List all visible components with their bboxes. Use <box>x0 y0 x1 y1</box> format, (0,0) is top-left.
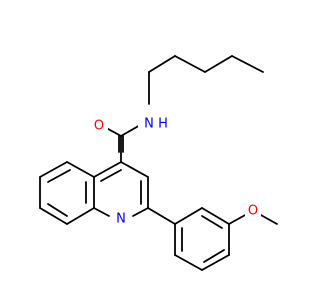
bond <box>93 161 122 178</box>
bond <box>231 55 264 73</box>
ether-oxygen-label: O <box>248 204 258 219</box>
label-bg <box>245 203 261 219</box>
methoxyphenyl-ring <box>147 207 278 271</box>
amide-oxygen-label: O <box>94 119 104 134</box>
atom-labels: O N H N O <box>90 116 261 227</box>
double-bond <box>203 249 225 263</box>
double-bond <box>100 169 122 182</box>
bond <box>66 207 95 225</box>
bond <box>201 207 230 225</box>
bond <box>174 55 206 73</box>
bond <box>39 207 68 225</box>
bond <box>258 213 278 225</box>
bond <box>132 207 149 217</box>
bond <box>148 55 176 73</box>
double-bond <box>201 215 223 229</box>
bond <box>228 213 248 225</box>
bond <box>93 207 110 217</box>
pentyl-chain <box>148 55 264 105</box>
amide-hydrogen-label: H <box>158 117 168 132</box>
molecule-canvas: O N H N O <box>39 55 278 271</box>
ring-nitrogen-label: N <box>116 212 126 227</box>
quinoline-ring <box>39 135 149 225</box>
bond <box>174 254 203 271</box>
double-bond <box>47 203 68 217</box>
bond <box>174 207 203 225</box>
double-bond <box>47 169 71 183</box>
molecule-structure: O N H N O <box>39 55 278 271</box>
bond <box>120 161 149 178</box>
bond <box>201 254 230 271</box>
label-bg <box>138 116 170 132</box>
bond <box>204 55 233 73</box>
bond <box>39 161 68 178</box>
amide-nitrogen-label: N <box>144 117 154 132</box>
label-bg <box>113 211 129 227</box>
bond <box>66 161 95 178</box>
label-bg <box>90 118 108 134</box>
bond <box>147 207 176 225</box>
